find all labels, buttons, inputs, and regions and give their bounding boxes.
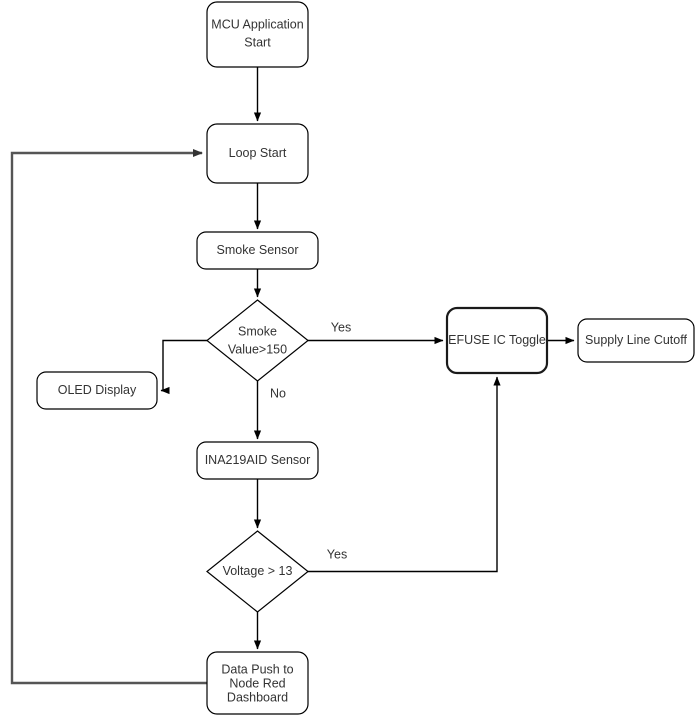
- node-label-voltage-decision: Voltage > 13: [223, 564, 293, 578]
- node-shape-rounded-rect: [36, 371, 158, 410]
- edge-data-push-to-loop: [10, 149, 207, 685]
- node-smoke-value-decision[interactable]: Smoke Value>150: [206, 299, 309, 382]
- node-loop-start[interactable]: Loop Start: [206, 123, 309, 184]
- nodes-layer: MCU Application Start Loop Start Smoke S…: [36, 1, 695, 715]
- node-mcu-application-start[interactable]: MCU Application Start: [206, 1, 309, 68]
- node-label-mcu-application-start-line1: MCU Application: [211, 17, 303, 31]
- node-label-supply-line-cutoff: Supply Line Cutoff: [585, 333, 687, 347]
- node-smoke-sensor[interactable]: Smoke Sensor: [196, 231, 319, 270]
- node-supply-line-cutoff[interactable]: Supply Line Cutoff: [577, 318, 695, 363]
- node-label-smoke-sensor: Smoke Sensor: [217, 243, 299, 257]
- node-shape-rounded-rect: [206, 123, 309, 184]
- edge-labels-layer: Yes No Yes: [270, 320, 351, 561]
- node-label-oled-display: OLED Display: [58, 383, 137, 397]
- node-oled-display[interactable]: OLED Display: [36, 371, 158, 410]
- node-label-smoke-value-decision-line2: Value>150: [228, 342, 287, 356]
- node-shape-rounded-rect: [196, 231, 319, 270]
- node-data-push-node-red[interactable]: Data Push to Node Red Dashboard: [206, 651, 309, 715]
- node-ina219aid-sensor[interactable]: INA219AID Sensor: [196, 441, 319, 480]
- node-shape-diamond: [206, 530, 309, 613]
- node-label-data-push-line2: Node Red: [229, 676, 285, 690]
- edge-label-smoke-yes: Yes: [331, 320, 351, 334]
- edges-layer: [10, 67, 575, 685]
- node-label-mcu-application-start-line2: Start: [244, 35, 271, 49]
- node-shape-diamond: [206, 299, 309, 382]
- edge-voltage-yes-to-efuse: [308, 376, 501, 573]
- node-voltage-decision[interactable]: Voltage > 13: [206, 530, 309, 613]
- edge-smoke-left-to-oled: [160, 339, 207, 395]
- node-shape-rounded-rect: [445, 306, 549, 375]
- node-shape-rounded-rect: [577, 318, 695, 363]
- node-label-smoke-value-decision-line1: Smoke: [238, 324, 277, 338]
- node-efuse-ic-toggle[interactable]: EFUSE IC Toggle: [445, 306, 549, 375]
- node-shape-rounded-rect: [206, 651, 309, 715]
- node-label-ina219aid-sensor: INA219AID Sensor: [205, 453, 311, 467]
- node-label-loop-start: Loop Start: [229, 146, 287, 160]
- node-label-data-push-line1: Data Push to: [221, 662, 293, 676]
- node-label-efuse-ic-toggle: EFUSE IC Toggle: [448, 333, 546, 347]
- edge-label-voltage-yes: Yes: [327, 547, 347, 561]
- node-shape-rounded-rect: [196, 441, 319, 480]
- edge-label-smoke-no: No: [270, 386, 286, 400]
- node-shape-rounded-rect: [206, 1, 309, 68]
- node-label-data-push-line3: Dashboard: [227, 690, 288, 704]
